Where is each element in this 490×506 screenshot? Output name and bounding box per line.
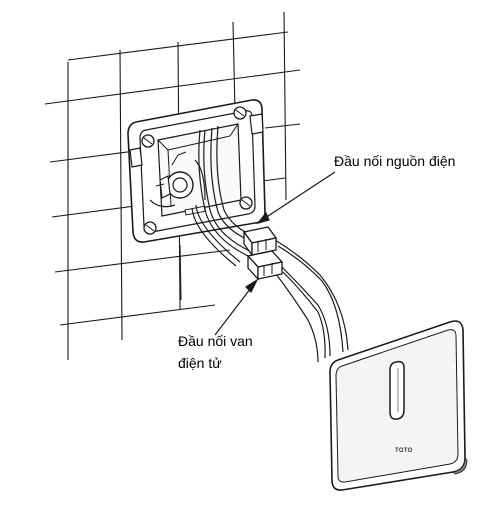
sensor-faceplate bbox=[329, 320, 468, 491]
screw-icon bbox=[143, 221, 157, 235]
valve-connector-label: Đầu nối van điện tử bbox=[178, 330, 253, 374]
valve-connector-label-line1: Đầu nối van bbox=[178, 333, 253, 349]
wall-tile-grid bbox=[44, 11, 301, 360]
mounting-box bbox=[127, 99, 266, 243]
sensor-window bbox=[389, 360, 405, 420]
sensor-brand-logo: TOTO bbox=[395, 448, 413, 454]
screw-icon bbox=[239, 196, 253, 210]
valve-connector-label-line2: điện tử bbox=[178, 355, 222, 371]
cable-bundle bbox=[191, 125, 349, 363]
screw-icon bbox=[233, 106, 247, 120]
solenoid-valve bbox=[149, 151, 206, 208]
callout-leaders bbox=[214, 171, 336, 336]
screw-icon bbox=[141, 134, 155, 148]
power-connector-label: Đầu nối nguồn điện bbox=[334, 153, 456, 169]
valve-connector bbox=[246, 250, 284, 281]
